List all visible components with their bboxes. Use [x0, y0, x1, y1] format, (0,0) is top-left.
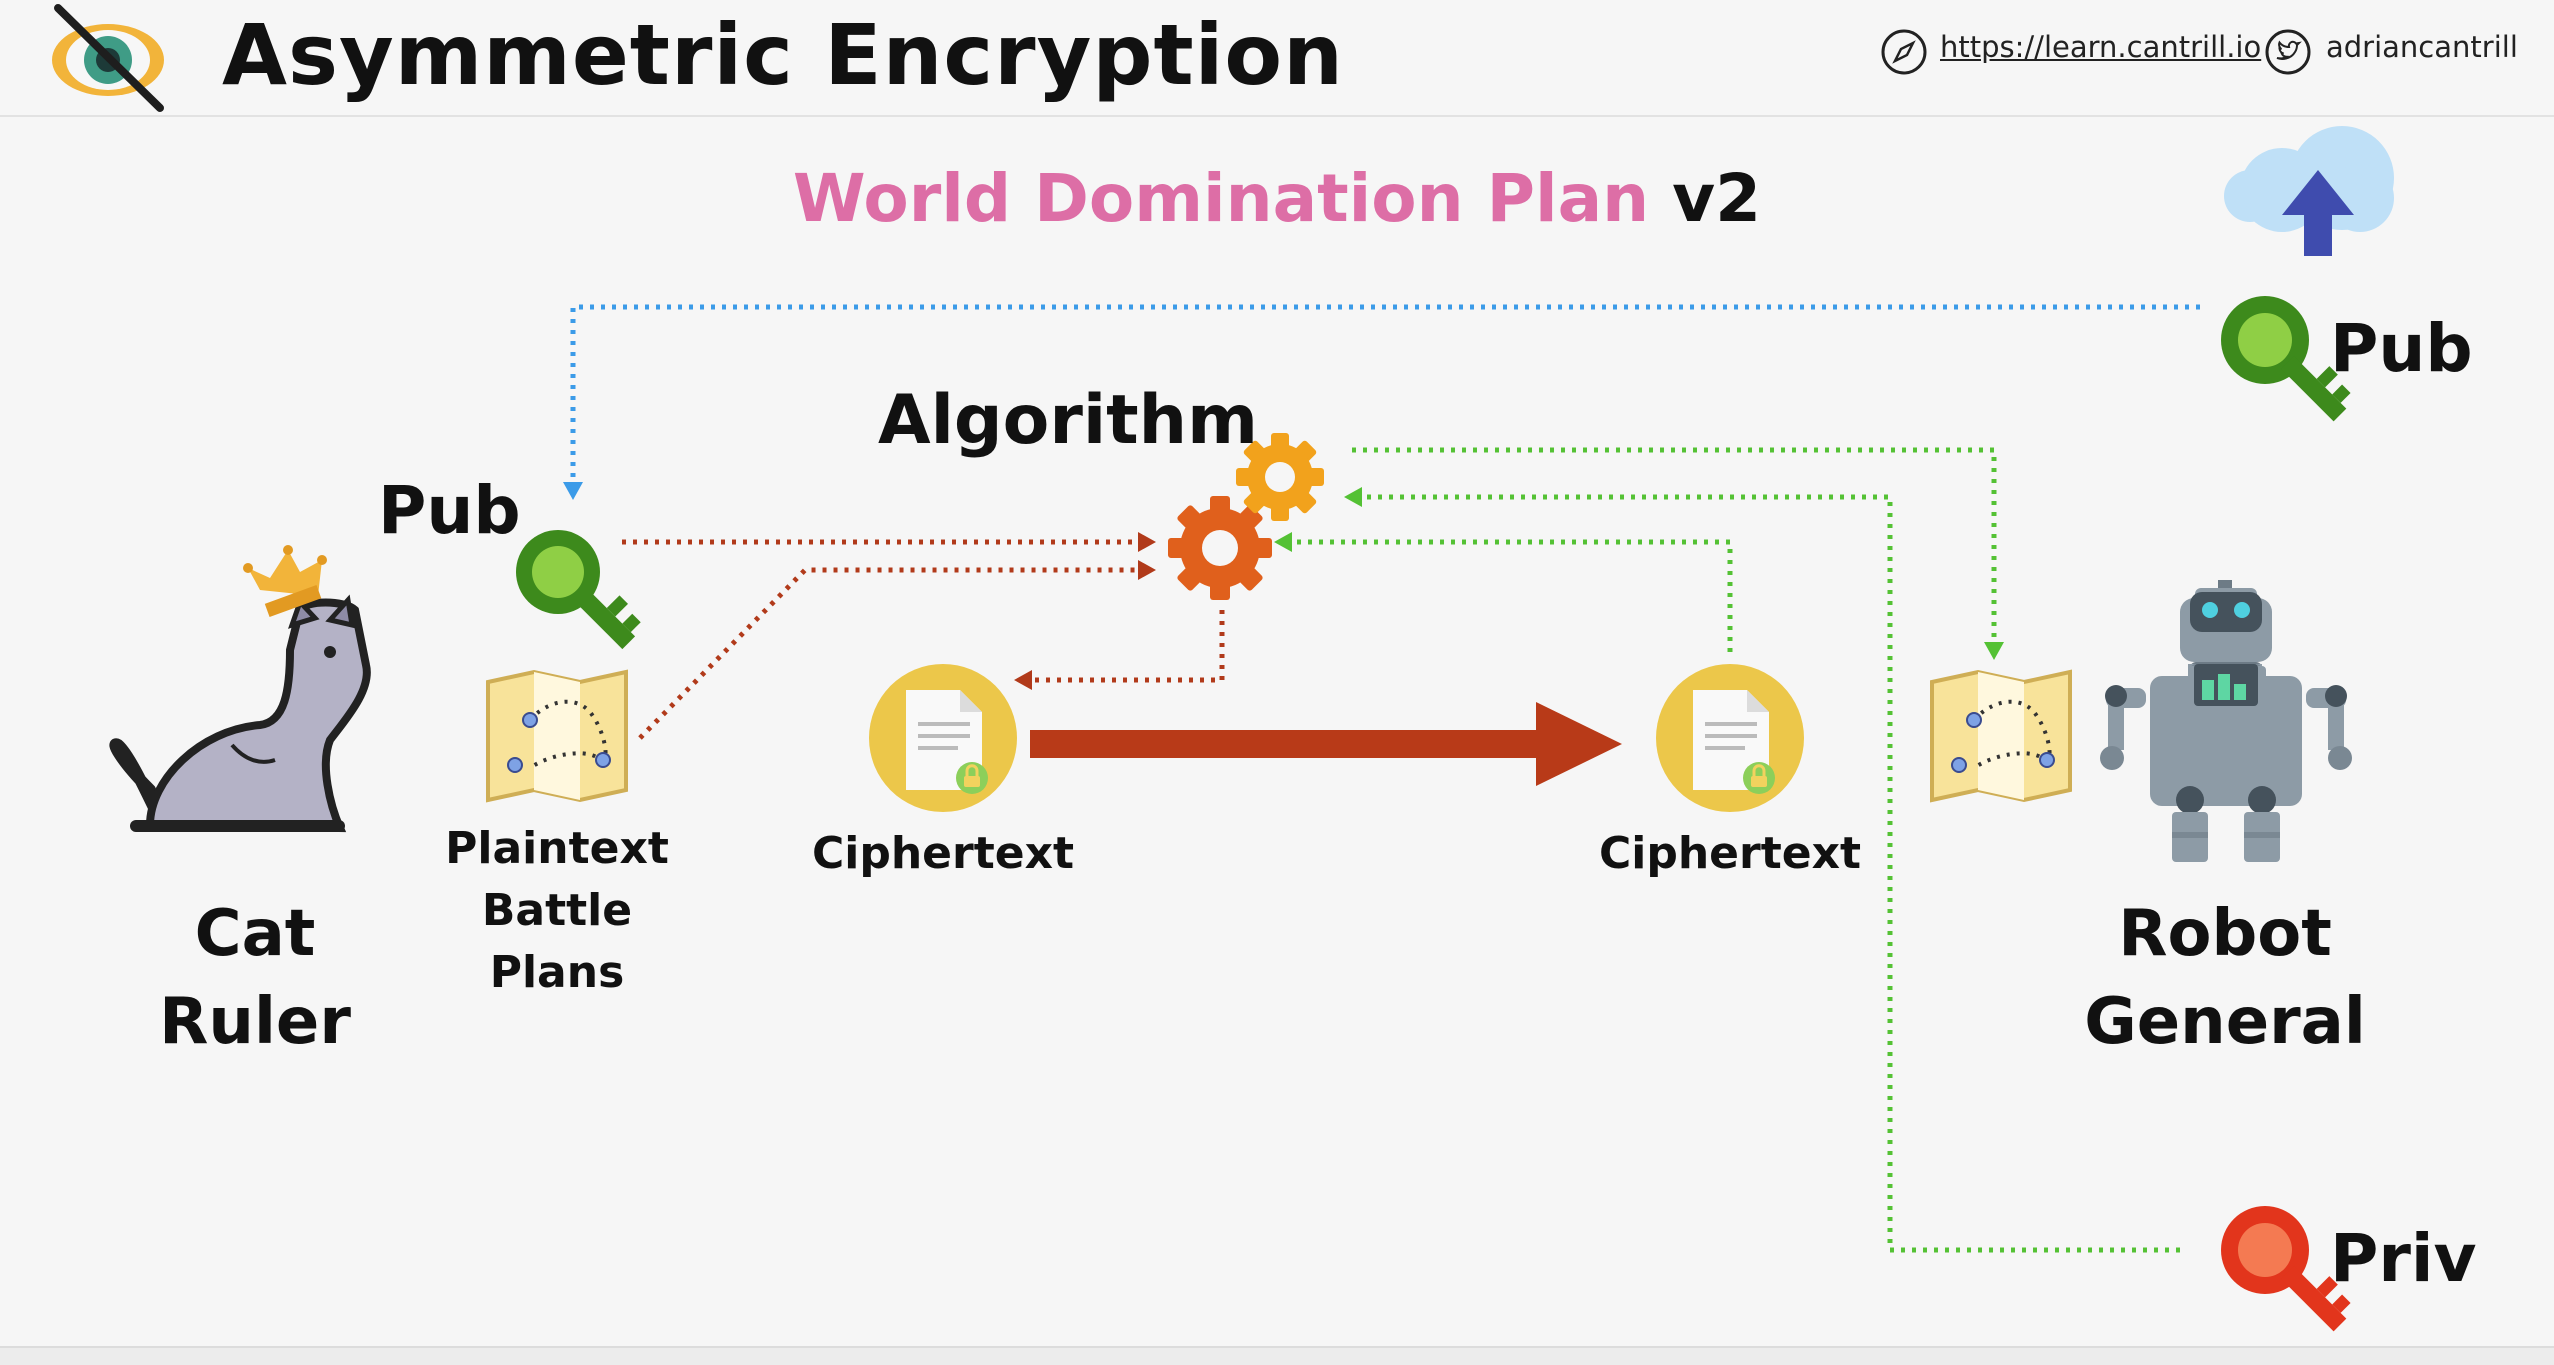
robot-general-label-line: Robot: [2118, 897, 2332, 971]
course-link[interactable]: https://learn.cantrill.io: [1940, 30, 2262, 64]
public-key-icon: [516, 530, 641, 650]
cloud-upload-icon: [2224, 126, 2394, 256]
bottom-bar: [0, 1346, 2554, 1365]
gear-icon: [1236, 433, 1324, 521]
private-key-icon: [2221, 1206, 2351, 1332]
document-lock-icon: [1656, 664, 1804, 812]
robot-general-label-line: General: [2084, 985, 2366, 1059]
blue-key-transfer-line: [563, 304, 2200, 500]
battle-map-icon: [486, 669, 628, 803]
plaintext-label-line: Battle: [481, 885, 633, 936]
battle-map-icon: [1930, 669, 2072, 803]
twitter-icon: [2265, 29, 2311, 75]
cat-ruler-label: Cat Ruler: [120, 890, 390, 1066]
red-input-lines: [622, 539, 1225, 740]
subtitle-highlight: World Domination Plan: [792, 160, 1650, 237]
plaintext-label-line: Plans: [489, 947, 625, 998]
cat-ruler-label-line: Ruler: [159, 985, 351, 1059]
subtitle-version: v2: [1672, 160, 1762, 237]
compass-icon: [1881, 29, 1927, 75]
document-lock-icon: [869, 664, 1017, 812]
twitter-handle[interactable]: adriancantrill: [2326, 30, 2518, 64]
diagram-subtitle: World Domination Plan v2: [0, 160, 2554, 237]
cat-ruler-icon: [109, 594, 371, 833]
page-title: Asymmetric Encryption: [222, 6, 1344, 104]
plaintext-label: Plaintext Battle Plans: [430, 818, 684, 1004]
robot-general-label: Robot General: [2060, 890, 2390, 1066]
green-decrypt-lines: [1290, 447, 2180, 1253]
robot-icon: [2100, 580, 2352, 862]
public-key-icon: [2221, 296, 2351, 422]
pub-key-label-right: Pub: [2330, 310, 2473, 387]
gear-icon: [1168, 496, 1272, 600]
algorithm-label: Algorithm: [878, 381, 1258, 460]
cat-ruler-label-line: Cat: [194, 897, 316, 971]
header-bar: Asymmetric Encryption https://learn.cant…: [0, 0, 2554, 117]
hidden-eye-icon: [52, 4, 164, 112]
crown-icon: [243, 545, 327, 618]
pub-key-label-left: Pub: [378, 472, 521, 549]
priv-key-label: Priv: [2330, 1220, 2477, 1297]
ciphertext-transfer-arrow: [1030, 702, 1622, 786]
ciphertext-label-left: Ciphertext: [811, 828, 1075, 879]
plaintext-label-line: Plaintext: [445, 823, 669, 874]
ciphertext-label-right: Ciphertext: [1598, 828, 1862, 879]
